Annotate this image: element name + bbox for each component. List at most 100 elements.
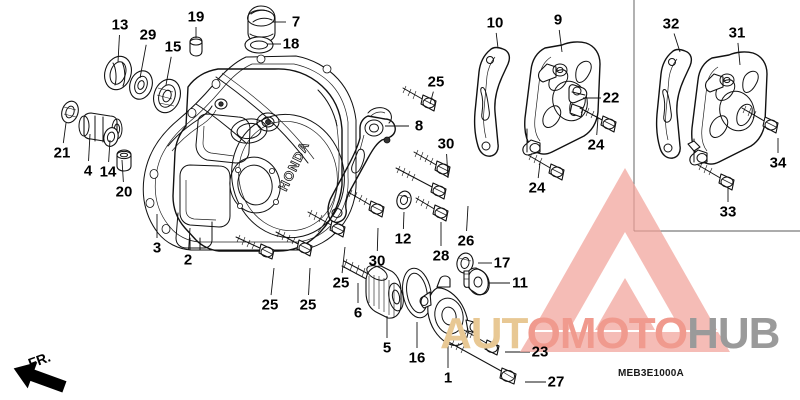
callout-label-29: 29 xyxy=(139,26,157,44)
callout-label-6: 6 xyxy=(353,304,363,322)
callout-label-30a: 30 xyxy=(368,252,386,270)
leader-line-32 xyxy=(673,33,681,53)
bolt-27 xyxy=(444,337,517,385)
callout-label-24b: 24 xyxy=(528,179,546,197)
callout-label-18: 18 xyxy=(282,35,300,53)
leader-line-30a xyxy=(376,227,379,252)
callout-label-14: 14 xyxy=(99,163,117,181)
callout-label-34: 34 xyxy=(769,154,787,172)
leader-line-10 xyxy=(495,32,499,49)
callout-label-32: 32 xyxy=(662,15,680,33)
leader-line-14 xyxy=(108,139,111,163)
callout-label-25b: 25 xyxy=(299,296,317,314)
part-17-washer xyxy=(456,252,474,274)
bolt-25-a xyxy=(235,234,275,260)
callout-label-21: 21 xyxy=(53,144,71,162)
part-5-oil-filter xyxy=(365,265,404,319)
leader-line-2 xyxy=(188,227,191,251)
leader-line-20 xyxy=(121,159,124,183)
part-21-washer xyxy=(61,100,79,124)
part-31-sprocket-guard xyxy=(687,51,768,166)
callout-label-4: 4 xyxy=(83,162,93,180)
bolt-24-a xyxy=(579,105,617,133)
part-20-nut xyxy=(116,149,132,172)
callout-leader-lines xyxy=(62,21,779,383)
callout-label-26: 26 xyxy=(457,232,475,250)
callout-label-17: 17 xyxy=(493,254,511,272)
callout-label-7: 7 xyxy=(291,13,301,31)
part-32-chain-guide xyxy=(655,48,693,159)
leader-line-21 xyxy=(62,122,67,144)
callout-label-11: 11 xyxy=(512,274,528,292)
callout-label-31: 31 xyxy=(728,24,746,42)
bolt-34 xyxy=(741,105,779,134)
part-13-oil-seal xyxy=(104,55,132,91)
callout-label-12: 12 xyxy=(394,230,412,248)
bolt-30-b xyxy=(413,149,451,178)
callout-label-25d: 25 xyxy=(427,73,445,91)
bolt-28 xyxy=(415,195,449,222)
part-16-o-ring xyxy=(402,267,432,319)
callout-label-8: 8 xyxy=(414,117,424,135)
callout-label-15: 15 xyxy=(164,38,182,56)
callout-label-9: 9 xyxy=(553,11,563,29)
bolt-26 xyxy=(395,165,447,200)
callout-label-25c: 25 xyxy=(332,274,350,292)
leader-line-9 xyxy=(558,29,563,53)
leader-line-29 xyxy=(139,44,147,79)
callout-label-20: 20 xyxy=(115,183,133,201)
leader-line-24a xyxy=(596,117,599,136)
part-1-filter-cover xyxy=(419,275,479,346)
bolt-25-b xyxy=(275,229,313,257)
leader-line-13 xyxy=(117,34,120,63)
callout-label-30b: 30 xyxy=(437,135,455,153)
leader-line-25a xyxy=(270,267,275,296)
callout-label-27: 27 xyxy=(547,373,565,391)
callout-label-5: 5 xyxy=(382,339,392,357)
callout-label-1: 1 xyxy=(443,369,453,387)
bolt-23 xyxy=(463,327,500,356)
bolt-30-a xyxy=(347,189,385,218)
inset-box-border xyxy=(633,0,800,232)
leader-line-4 xyxy=(88,133,91,162)
part-12-plug xyxy=(396,190,412,210)
leader-line-24b xyxy=(537,162,541,179)
leader-line-25b xyxy=(308,267,311,296)
part-18-o-ring xyxy=(244,36,274,54)
bolt-24-b xyxy=(527,152,565,181)
bolt-33 xyxy=(697,162,735,191)
callout-label-28: 28 xyxy=(432,247,450,265)
leader-line-12 xyxy=(402,211,405,230)
leader-line-26 xyxy=(466,205,469,232)
bolt-25-c xyxy=(307,209,346,238)
callout-label-10: 10 xyxy=(486,14,504,32)
part-15-bearing xyxy=(153,78,181,114)
part-code-label: MEB3E1000A xyxy=(618,368,684,379)
callout-label-16: 16 xyxy=(408,349,426,367)
part-11-filter-bolt xyxy=(463,267,490,296)
part-7-oil-filler-cap xyxy=(247,5,276,44)
callout-label-33: 33 xyxy=(719,203,737,221)
leader-line-25c xyxy=(341,246,346,274)
part-29-oil-seal xyxy=(129,70,153,100)
callout-label-25a: 25 xyxy=(261,296,279,314)
callout-label-23: 23 xyxy=(531,343,549,361)
part-8-clutch-lever xyxy=(327,107,396,224)
leader-line-30b xyxy=(446,153,449,179)
callout-label-2: 2 xyxy=(183,251,193,269)
callout-label-13: 13 xyxy=(111,16,129,34)
svg-text:HONDA: HONDA xyxy=(275,138,312,193)
callout-label-24a: 24 xyxy=(587,136,605,154)
callout-label-3: 3 xyxy=(152,239,162,257)
callout-label-22: 22 xyxy=(602,89,620,107)
leader-line-25d xyxy=(429,91,434,105)
part-19-dowel-pin xyxy=(189,36,203,57)
part-10-chain-guide xyxy=(473,46,511,157)
leader-line-15 xyxy=(165,56,172,86)
front-direction-arrow xyxy=(13,362,67,393)
honda-emblem-on-cover: HONDA xyxy=(275,138,313,194)
callout-label-19: 19 xyxy=(187,8,205,26)
part-22-clip xyxy=(568,84,588,118)
